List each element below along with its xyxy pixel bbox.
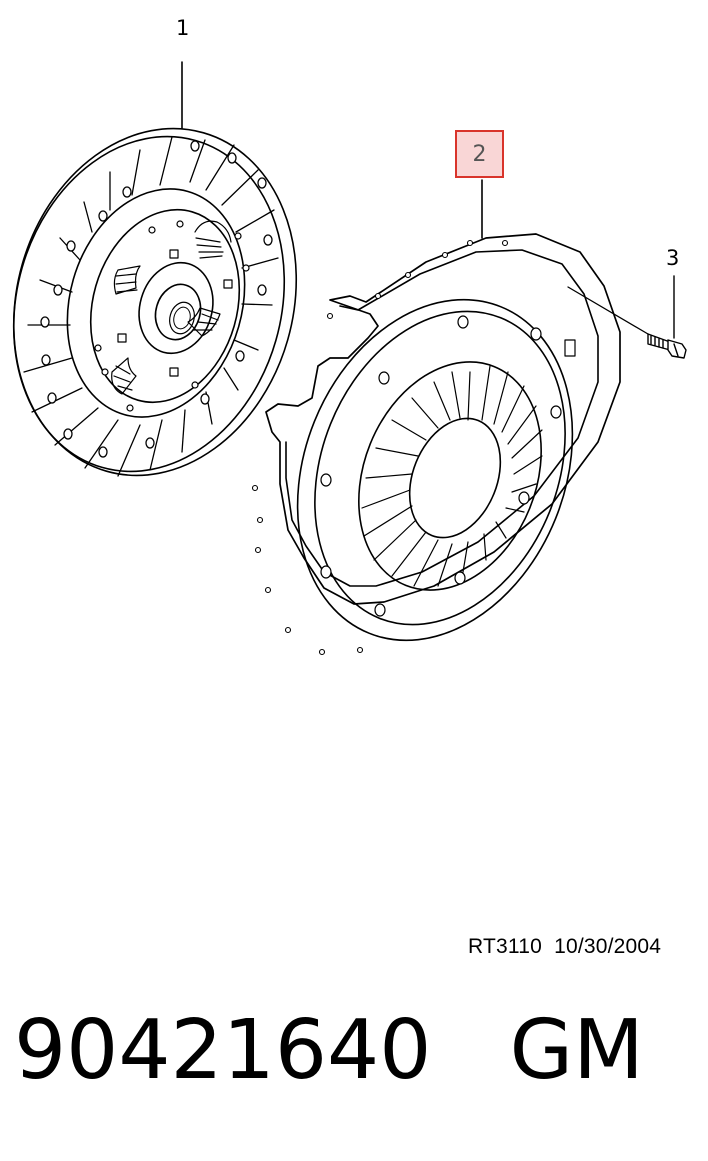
clutch-exploded-diagram (0, 61, 687, 682)
leader-line-3 (567, 286, 649, 335)
callout-3-label[interactable]: 3 (666, 246, 680, 270)
part-number: 90421640 (14, 1003, 432, 1098)
pressure-plate-icon[interactable] (249, 179, 649, 682)
callout-2-label: 2 (472, 141, 487, 167)
bolt-icon[interactable] (647, 275, 687, 359)
drawing-reference: RT3110 10/30/2004 (468, 935, 661, 959)
clutch-disc-icon[interactable] (0, 61, 336, 509)
callout-1-label[interactable]: 1 (176, 16, 190, 40)
part-brand: GM (509, 1003, 644, 1098)
callout-2-highlight[interactable]: 2 (455, 130, 504, 178)
reference-code: RT3110 (468, 935, 542, 958)
part-number-line: 90421640 GM (14, 1010, 644, 1092)
reference-date: 10/30/2004 (554, 935, 662, 958)
